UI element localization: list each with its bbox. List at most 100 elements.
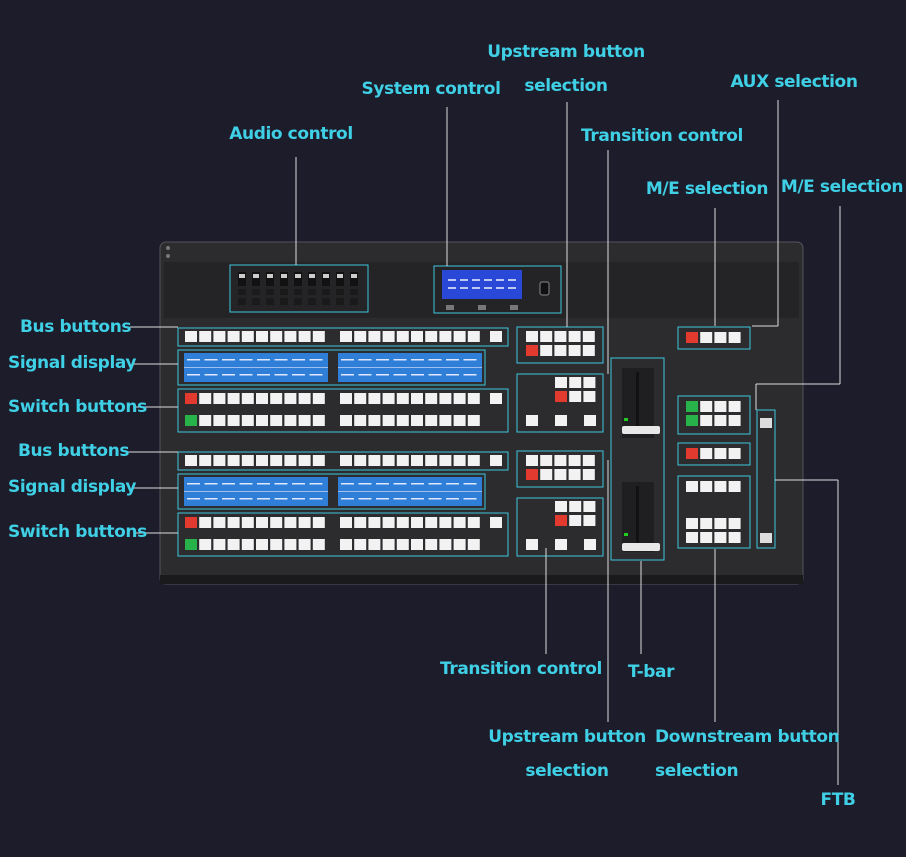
- panel-key[interactable]: [284, 455, 297, 466]
- panel-key[interactable]: [312, 415, 325, 426]
- panel-key[interactable]: [411, 331, 423, 342]
- transition-key[interactable]: [555, 539, 567, 550]
- audio-key[interactable]: [280, 298, 288, 305]
- upstream-key[interactable]: [526, 331, 538, 342]
- panel-key[interactable]: [256, 393, 268, 404]
- panel-key[interactable]: [354, 455, 367, 466]
- panel-key[interactable]: [340, 393, 352, 404]
- upstream-key[interactable]: [540, 455, 553, 466]
- panel-key[interactable]: [340, 415, 352, 426]
- panel-key[interactable]: [728, 401, 741, 412]
- panel-key[interactable]: [340, 539, 352, 550]
- panel-key[interactable]: [411, 539, 423, 550]
- transition-key[interactable]: [569, 377, 582, 388]
- panel-key[interactable]: [453, 415, 466, 426]
- panel-key[interactable]: [411, 393, 423, 404]
- panel-key[interactable]: [284, 539, 297, 550]
- panel-key[interactable]: [700, 401, 713, 412]
- panel-key[interactable]: [199, 517, 212, 528]
- panel-key[interactable]: [270, 455, 283, 466]
- upstream-key[interactable]: [554, 331, 567, 342]
- panel-key[interactable]: [439, 517, 452, 528]
- panel-key[interactable]: [241, 393, 254, 404]
- panel-key[interactable]: [199, 455, 212, 466]
- panel-key[interactable]: [382, 415, 395, 426]
- panel-key[interactable]: [284, 517, 297, 528]
- panel-key[interactable]: [425, 415, 438, 426]
- transition-key[interactable]: [526, 415, 538, 426]
- panel-key[interactable]: [714, 448, 727, 459]
- panel-key[interactable]: [298, 455, 311, 466]
- panel-key[interactable]: [714, 415, 727, 426]
- panel-key[interactable]: [700, 532, 713, 543]
- upstream-key[interactable]: [582, 331, 595, 342]
- panel-key[interactable]: [439, 455, 452, 466]
- upstream-key[interactable]: [554, 469, 567, 480]
- panel-key[interactable]: [382, 455, 395, 466]
- audio-fader[interactable]: [336, 272, 344, 286]
- panel-key[interactable]: [185, 455, 197, 466]
- panel-key[interactable]: [453, 517, 466, 528]
- audio-key[interactable]: [266, 298, 274, 305]
- panel-key[interactable]: [490, 455, 502, 466]
- transition-key[interactable]: [583, 515, 596, 526]
- audio-key[interactable]: [238, 298, 246, 305]
- upstream-key[interactable]: [526, 469, 538, 480]
- panel-key[interactable]: [298, 393, 311, 404]
- audio-key[interactable]: [308, 298, 316, 305]
- audio-fader[interactable]: [266, 272, 274, 286]
- upstream-key[interactable]: [582, 455, 595, 466]
- panel-key[interactable]: [227, 517, 240, 528]
- panel-key[interactable]: [298, 331, 311, 342]
- panel-key[interactable]: [686, 401, 698, 412]
- panel-key[interactable]: [368, 331, 381, 342]
- transition-key[interactable]: [555, 515, 567, 526]
- panel-key[interactable]: [312, 331, 325, 342]
- panel-key[interactable]: [227, 331, 240, 342]
- panel-key[interactable]: [270, 415, 283, 426]
- audio-fader[interactable]: [322, 272, 330, 286]
- panel-key[interactable]: [439, 393, 452, 404]
- panel-key[interactable]: [728, 415, 741, 426]
- panel-key[interactable]: [199, 393, 212, 404]
- audio-fader[interactable]: [294, 272, 302, 286]
- panel-key[interactable]: [686, 532, 698, 543]
- panel-key[interactable]: [714, 518, 727, 529]
- panel-key[interactable]: [368, 415, 381, 426]
- audio-key[interactable]: [266, 289, 274, 295]
- panel-key[interactable]: [241, 455, 254, 466]
- audio-fader[interactable]: [308, 272, 316, 286]
- panel-key[interactable]: [368, 455, 381, 466]
- panel-key[interactable]: [340, 455, 352, 466]
- panel-key[interactable]: [467, 455, 480, 466]
- transition-key[interactable]: [584, 539, 596, 550]
- audio-fader[interactable]: [350, 272, 358, 286]
- panel-key[interactable]: [213, 539, 226, 550]
- panel-key[interactable]: [241, 331, 254, 342]
- panel-key[interactable]: [256, 415, 268, 426]
- transition-key[interactable]: [583, 501, 596, 512]
- audio-key[interactable]: [336, 298, 344, 305]
- upstream-key[interactable]: [582, 345, 595, 356]
- audio-key[interactable]: [350, 298, 358, 305]
- panel-key[interactable]: [467, 393, 480, 404]
- transition-key[interactable]: [555, 377, 567, 388]
- panel-key[interactable]: [686, 481, 698, 492]
- upstream-key[interactable]: [526, 455, 538, 466]
- panel-key[interactable]: [199, 415, 212, 426]
- transition-key[interactable]: [555, 415, 567, 426]
- panel-key[interactable]: [185, 539, 197, 550]
- transition-key[interactable]: [569, 391, 582, 402]
- panel-key[interactable]: [714, 532, 727, 543]
- panel-key[interactable]: [354, 539, 367, 550]
- panel-key[interactable]: [354, 517, 367, 528]
- panel-key[interactable]: [382, 393, 395, 404]
- panel-key[interactable]: [213, 517, 226, 528]
- panel-key[interactable]: [728, 448, 741, 459]
- audio-key[interactable]: [294, 289, 302, 295]
- upstream-key[interactable]: [568, 455, 581, 466]
- panel-key[interactable]: [453, 455, 466, 466]
- panel-key[interactable]: [213, 455, 226, 466]
- panel-key[interactable]: [199, 539, 212, 550]
- panel-key[interactable]: [700, 481, 713, 492]
